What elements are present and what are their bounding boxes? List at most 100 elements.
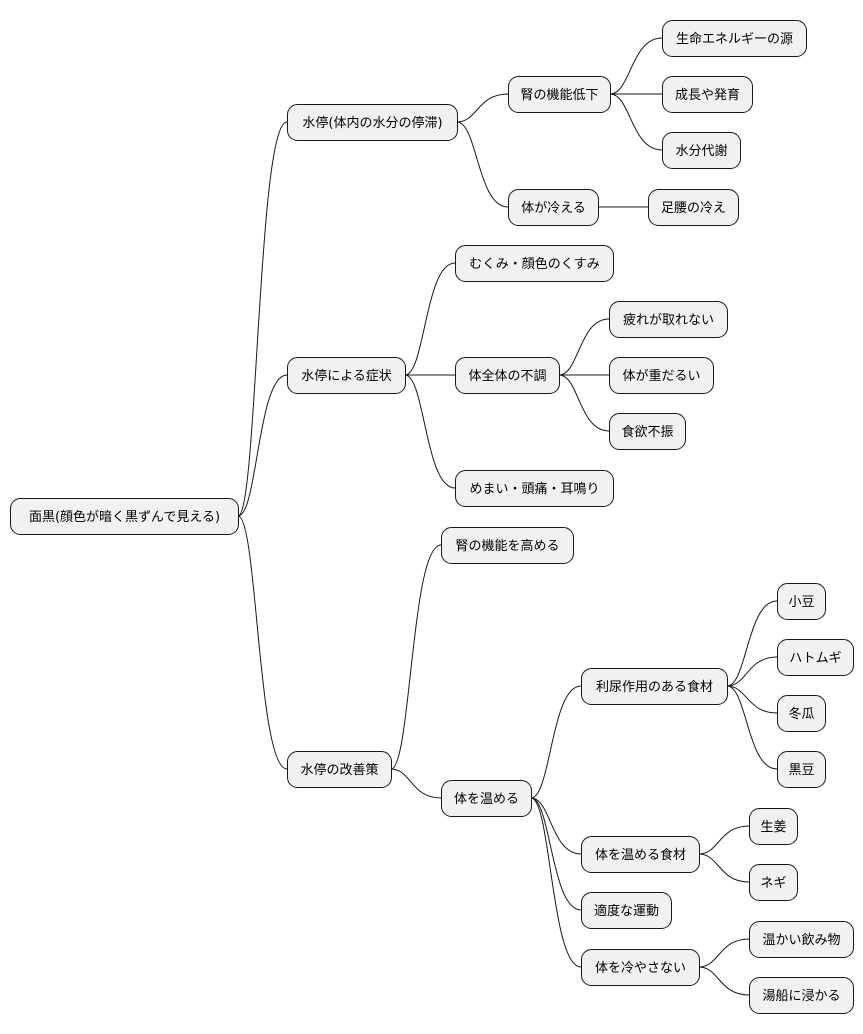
mindmap-edges <box>237 37 778 996</box>
edge-r-0-0-2 <box>609 93 663 151</box>
node-label: ネギ <box>760 876 786 891</box>
node-label: 体を温める <box>454 792 519 807</box>
node-label: 面黒(顔色が暗く黒ずんで見える) <box>29 509 220 525</box>
node-label: 温かい飲み物 <box>762 932 840 948</box>
edge-r-1 <box>237 374 288 517</box>
node-box <box>455 245 614 282</box>
node-box <box>777 695 826 732</box>
node-box <box>662 20 807 57</box>
edge-r-1-2 <box>404 374 456 489</box>
edge-r-2-1-0-1 <box>726 656 778 687</box>
node-box <box>662 76 753 113</box>
node-box <box>662 132 741 169</box>
node-label: 体が重だるい <box>622 368 700 384</box>
node-box <box>609 413 686 450</box>
node-box <box>10 498 239 535</box>
node-r-1-1: 体全体の不調 <box>455 357 560 394</box>
node-r-2-1-0-3: 黒豆 <box>777 751 826 788</box>
node-label: 水分代謝 <box>675 144 727 159</box>
edge-r-0-0 <box>456 93 509 123</box>
node-label: 生命エネルギーの源 <box>676 31 793 47</box>
node-r-2-1-0: 利尿作用のある食材 <box>581 668 728 705</box>
node-box <box>287 104 458 141</box>
node-label: 水停(体内の水分の停滞) <box>302 115 442 131</box>
edge-r-2-1-0 <box>530 685 582 799</box>
node-r-2-1-0-2: 冬瓜 <box>777 695 826 732</box>
node-box <box>609 357 714 394</box>
node-r-1-1-2: 食欲不振 <box>609 413 686 450</box>
node-r-0-1: 体が冷える <box>508 189 599 226</box>
node-box <box>581 836 700 873</box>
edge-r-0-0-0 <box>609 37 663 95</box>
edge-r-2-1-2 <box>530 797 582 911</box>
node-label: 体全体の不調 <box>468 368 546 384</box>
node-box <box>508 76 611 113</box>
node-label: 黒豆 <box>788 763 814 778</box>
node-label: 水停の改善策 <box>300 762 378 778</box>
node-r-2: 水停の改善策 <box>287 751 392 788</box>
node-box <box>581 668 728 705</box>
node-box <box>455 357 560 394</box>
node-box <box>777 583 826 620</box>
edge-r-2-0 <box>390 544 442 770</box>
node-box <box>648 189 739 226</box>
node-box <box>749 864 798 901</box>
edge-r-2-1-3-1 <box>698 966 750 996</box>
node-r-2-1-0-1: ハトムギ <box>777 639 854 676</box>
root-node: 面黒(顔色が暗く黒ずんで見える) <box>10 498 239 535</box>
node-r-0-0-1: 成長や発育 <box>662 76 753 113</box>
node-label: 適度な運動 <box>594 903 659 919</box>
node-box <box>777 639 854 676</box>
node-box <box>609 301 728 338</box>
edge-r-0-1 <box>456 121 509 208</box>
node-r-0-0-2: 水分代謝 <box>662 132 741 169</box>
edge-r-0 <box>237 121 288 517</box>
edge-r-2-1 <box>390 768 442 799</box>
node-box <box>455 470 614 507</box>
edge-r-2-1-0-3 <box>726 685 778 770</box>
node-box <box>749 977 854 1014</box>
node-r-1-1-0: 疲れが取れない <box>609 301 728 338</box>
mindmap-nodes: 面黒(顔色が暗く黒ずんで見える) 水停(体内の水分の停滞) 腎の機能低下 生命エネルギ… <box>10 20 854 1014</box>
edge-r-2-1-3-0 <box>698 938 750 968</box>
node-box <box>581 949 700 986</box>
node-box <box>287 751 392 788</box>
node-label: 体を温める食材 <box>595 847 686 863</box>
node-label: 冬瓜 <box>788 706 814 722</box>
node-label: めまい・頭痛・耳鳴り <box>469 481 599 497</box>
node-label: 腎の機能低下 <box>520 88 598 103</box>
node-box <box>287 357 406 394</box>
node-r-2-1-1-1: ネギ <box>749 864 798 901</box>
edge-r-2 <box>237 515 288 770</box>
node-r-1: 水停による症状 <box>287 357 406 394</box>
edge-r-2-1-0-0 <box>726 600 778 687</box>
node-r-2-1-1: 体を温める食材 <box>581 836 700 873</box>
node-r-2-1-3: 体を冷やさない <box>581 949 700 986</box>
node-r-2-1-3-1: 湯船に浸かる <box>749 977 854 1014</box>
edge-r-2-1-3 <box>530 797 582 968</box>
node-box <box>441 780 532 817</box>
edge-r-2-1-1-1 <box>698 853 750 883</box>
node-box <box>777 751 826 788</box>
node-label: 食欲不振 <box>621 424 673 440</box>
node-r-2-1-1-0: 生姜 <box>749 808 798 845</box>
node-box <box>581 892 672 929</box>
node-label: 足腰の冷え <box>661 201 726 216</box>
node-label: ハトムギ <box>789 651 841 666</box>
node-label: 腎の機能を高める <box>455 538 559 554</box>
node-label: 利尿作用のある食材 <box>596 679 713 695</box>
node-r-2-0: 腎の機能を高める <box>441 527 574 564</box>
edge-r-2-1-1-0 <box>698 825 750 855</box>
node-box <box>508 189 599 226</box>
node-label: 成長や発育 <box>675 87 740 103</box>
node-box <box>749 808 798 845</box>
node-label: 体を冷やさない <box>595 961 686 976</box>
node-r-1-1-1: 体が重だるい <box>609 357 714 394</box>
node-r-0-0-0: 生命エネルギーの源 <box>662 20 807 57</box>
node-label: 疲れが取れない <box>623 312 714 328</box>
node-label: 水停による症状 <box>301 368 392 384</box>
edge-r-2-1-0-2 <box>726 685 778 714</box>
node-box <box>441 527 574 564</box>
node-label: 小豆 <box>788 595 814 610</box>
